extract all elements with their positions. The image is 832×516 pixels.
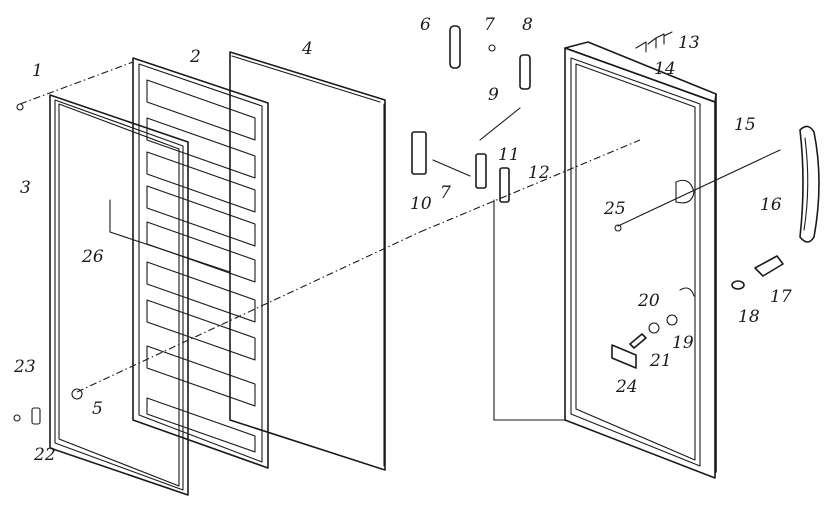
part-18-label: 18 [738, 307, 760, 327]
insulation-panel [229, 51, 386, 471]
part-7-top-label: 7 [484, 15, 495, 35]
door-gasket [49, 94, 189, 496]
part-24-label: 24 [615, 377, 638, 397]
part-10-label: 10 [410, 194, 432, 214]
part-21-label: 21 [649, 351, 672, 371]
outer-door-shell [564, 41, 717, 479]
part-17-label: 17 [770, 287, 792, 307]
shelf-rib [146, 345, 256, 407]
part-23-label: 23 [13, 357, 36, 377]
part-19-label: 19 [672, 333, 694, 353]
shelf-rib [146, 261, 256, 323]
part-11-label: 11 [498, 145, 520, 165]
part-12-label: 12 [528, 163, 550, 183]
part-8-label: 8 [522, 15, 533, 35]
shelf-rib [146, 117, 256, 179]
inner-door-liner [132, 57, 269, 469]
part-25-label: 25 [603, 199, 626, 219]
part-1-label: 1 [32, 61, 43, 81]
door-handle [799, 125, 820, 243]
shelf-rib [146, 397, 256, 453]
part-9-label: 9 [488, 85, 499, 105]
part-4-label: 4 [301, 39, 313, 59]
shelf-rib [146, 185, 256, 247]
part-20-label: 20 [637, 291, 660, 311]
part-3-label: 3 [20, 178, 31, 198]
part-5-label: 5 [92, 399, 103, 419]
part-13-label: 13 [678, 33, 700, 53]
part-22-label: 22 [33, 445, 56, 465]
assembly-lines [19, 61, 781, 421]
part-6-label: 6 [420, 15, 431, 35]
part-16-label: 16 [760, 195, 782, 215]
part-14-label: 14 [654, 59, 676, 79]
hardware-parts [13, 25, 784, 425]
shelf-rib [146, 221, 256, 283]
shelf-rib [146, 299, 256, 361]
shelf-rib [146, 79, 256, 141]
part-26-label: 26 [81, 247, 104, 267]
part-15-label: 15 [734, 115, 756, 135]
part-2-label: 2 [189, 47, 201, 67]
part-7-mid-label: 7 [440, 183, 451, 203]
shelf-rib [146, 151, 256, 213]
